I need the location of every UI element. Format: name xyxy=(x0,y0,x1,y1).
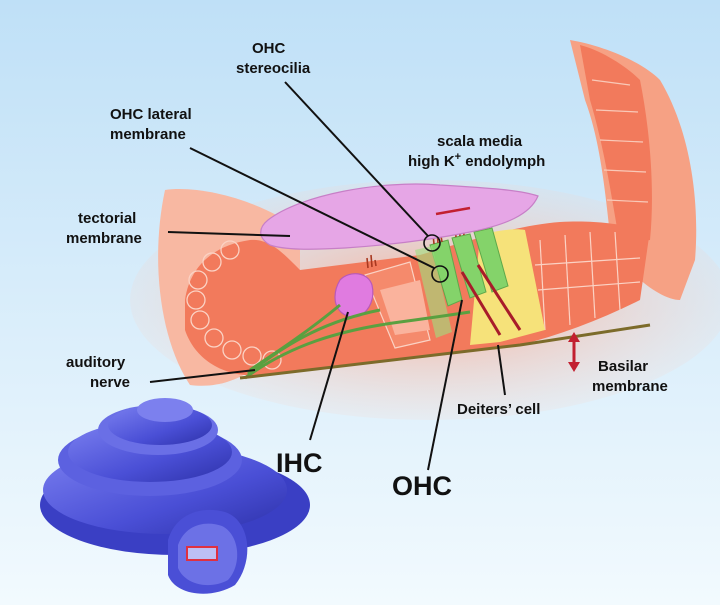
ohc-motility-arrow-2 xyxy=(460,271,502,336)
label-auditory-nerve-line2: nerve xyxy=(90,374,130,391)
stria-cells xyxy=(591,79,649,203)
tectorial-membrane xyxy=(260,183,539,250)
label-ohc-lateral-membrane-line1: OHC lateral xyxy=(110,106,192,123)
ohc-motility-arrow-1 xyxy=(476,264,522,331)
stria-vascularis xyxy=(580,45,652,245)
label-deiters-cell: Deiters’ cell xyxy=(457,401,540,418)
label-ohc: OHC xyxy=(392,471,452,501)
label-basilar-membrane-line1: Basilar xyxy=(598,358,648,375)
label-ihc: IHC xyxy=(276,448,323,478)
leader-lines xyxy=(149,81,506,471)
motion-arrows xyxy=(435,206,580,372)
claudius-cells xyxy=(534,231,641,331)
label-ohc-stereocilia-line2: stereocilia xyxy=(236,60,311,77)
label-ohc-lateral-membrane-line2: membrane xyxy=(110,126,186,143)
label-scala-media-line2: high K+ endolymph xyxy=(408,151,545,170)
label-ohc-stereocilia-line1: OHC xyxy=(252,40,286,57)
cochlea-section-marker xyxy=(186,546,218,561)
label-auditory-nerve-line1: auditory xyxy=(66,354,126,371)
label-tectorial-membrane-line2: membrane xyxy=(66,230,142,247)
pillar-cells xyxy=(364,261,431,349)
label-basilar-membrane-line2: membrane xyxy=(592,378,668,395)
label-tectorial-membrane-line1: tectorial xyxy=(78,210,136,227)
cochlea-icon xyxy=(40,398,310,594)
stereocilia-callout-circle xyxy=(423,234,441,252)
lateral-membrane-callout-circle xyxy=(431,265,449,283)
ihc-cell xyxy=(334,273,374,318)
stereocilia-arrow xyxy=(435,206,471,216)
nerve-fibers xyxy=(244,303,471,380)
basilar-membrane xyxy=(239,323,651,380)
label-scala-media-line1: scala media xyxy=(437,133,523,150)
